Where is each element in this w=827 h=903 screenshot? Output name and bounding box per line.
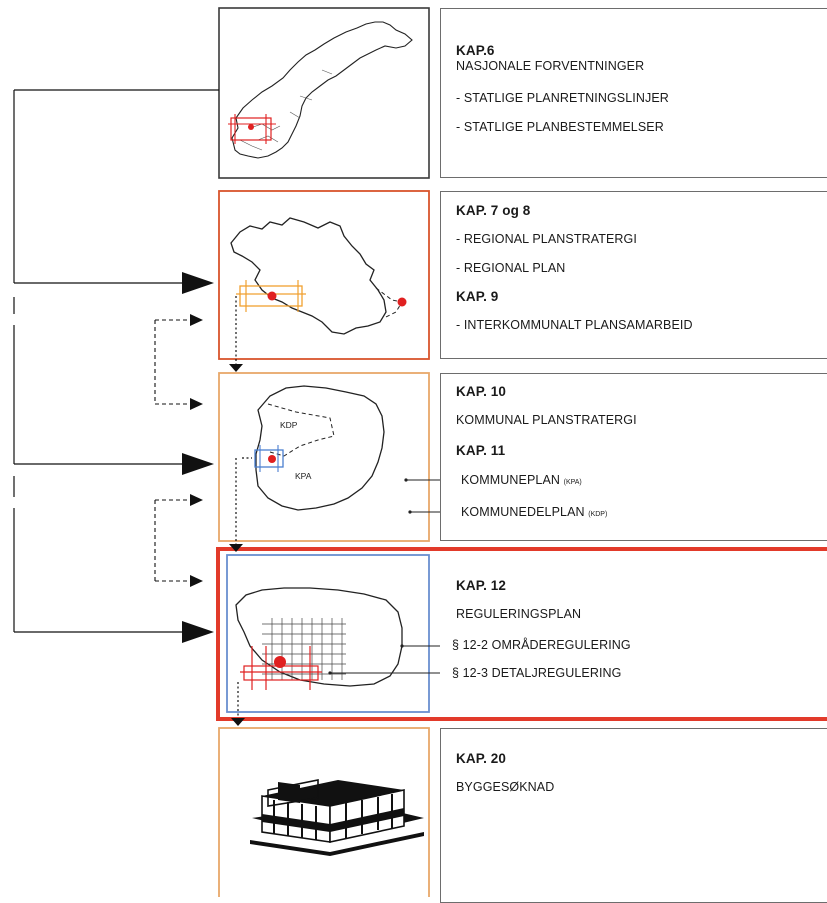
kap11-kommunedelplan-abbr: (KDP) <box>588 511 608 518</box>
coordination-loops <box>154 319 192 582</box>
kap10-heading: KAP. 10 <box>456 384 506 399</box>
municipality-map-icon: KDP KPA <box>254 385 454 514</box>
norway-map-icon <box>228 21 413 159</box>
building-icon <box>250 779 424 856</box>
region-map-icon <box>230 217 407 335</box>
kap7-8-heading: KAP. 7 og 8 <box>456 203 531 218</box>
zoning-map-icon <box>235 587 446 690</box>
map-label-kpa: KPA <box>295 471 312 481</box>
kap11-kommuneplan-abbr: (KPA) <box>563 479 582 486</box>
kap20-heading: KAP. 20 <box>456 751 506 766</box>
kap12-line-2: § 12-2 OMRÅDEREGULERING <box>452 638 631 652</box>
kap11-kommunedelplan: KOMMUNEDELPLAN (KDP) <box>461 505 607 522</box>
kap7-8-line-2: - REGIONAL PLAN <box>456 261 566 275</box>
kap12-line-1: REGULERINGSPLAN <box>456 607 582 621</box>
panel-kap10-11 <box>440 373 827 541</box>
coordination-arrowheads <box>190 314 203 587</box>
downward-links <box>235 296 252 718</box>
downward-arrowheads <box>229 364 245 726</box>
panel-kap20 <box>440 728 827 903</box>
panel-kap12 <box>440 551 827 717</box>
kap11-kommuneplan: KOMMUNEPLAN (KPA) <box>461 473 582 490</box>
kap6-heading: KAP.6 <box>456 43 495 58</box>
panel-kap6 <box>440 8 827 178</box>
kap11-kommuneplan-label: KOMMUNEPLAN <box>461 473 561 487</box>
kap12-heading: KAP. 12 <box>456 578 506 593</box>
kap9-line-1: - INTERKOMMUNALT PLANSAMARBEID <box>456 318 693 332</box>
frame-zoning-outer <box>216 547 827 721</box>
kap11-kommunedelplan-label: KOMMUNEDELPLAN <box>461 505 585 519</box>
kap7-8-line-1: - REGIONAL PLANSTRATERGI <box>456 232 637 246</box>
map-label-kdp: KDP <box>280 420 298 430</box>
kap20-line-1: BYGGESØKNAD <box>456 780 555 794</box>
kap12-line-3: § 12-3 DETALJREGULERING <box>452 666 622 680</box>
hierarchy-connectors <box>13 89 219 633</box>
kap6-line-1: NASJONALE FORVENTNINGER <box>456 59 645 73</box>
kap6-line-2: - STATLIGE PLANRETNINGSLINJER <box>456 91 669 105</box>
kap6-line-3: - STATLIGE PLANBESTEMMELSER <box>456 120 664 134</box>
kap11-heading: KAP. 11 <box>456 443 506 458</box>
hierarchy-arrowheads <box>182 272 214 643</box>
kap9-heading: KAP. 9 <box>456 289 499 304</box>
panel-kap7-9 <box>440 191 827 359</box>
kap10-line-1: KOMMUNAL PLANSTRATERGI <box>456 413 637 427</box>
